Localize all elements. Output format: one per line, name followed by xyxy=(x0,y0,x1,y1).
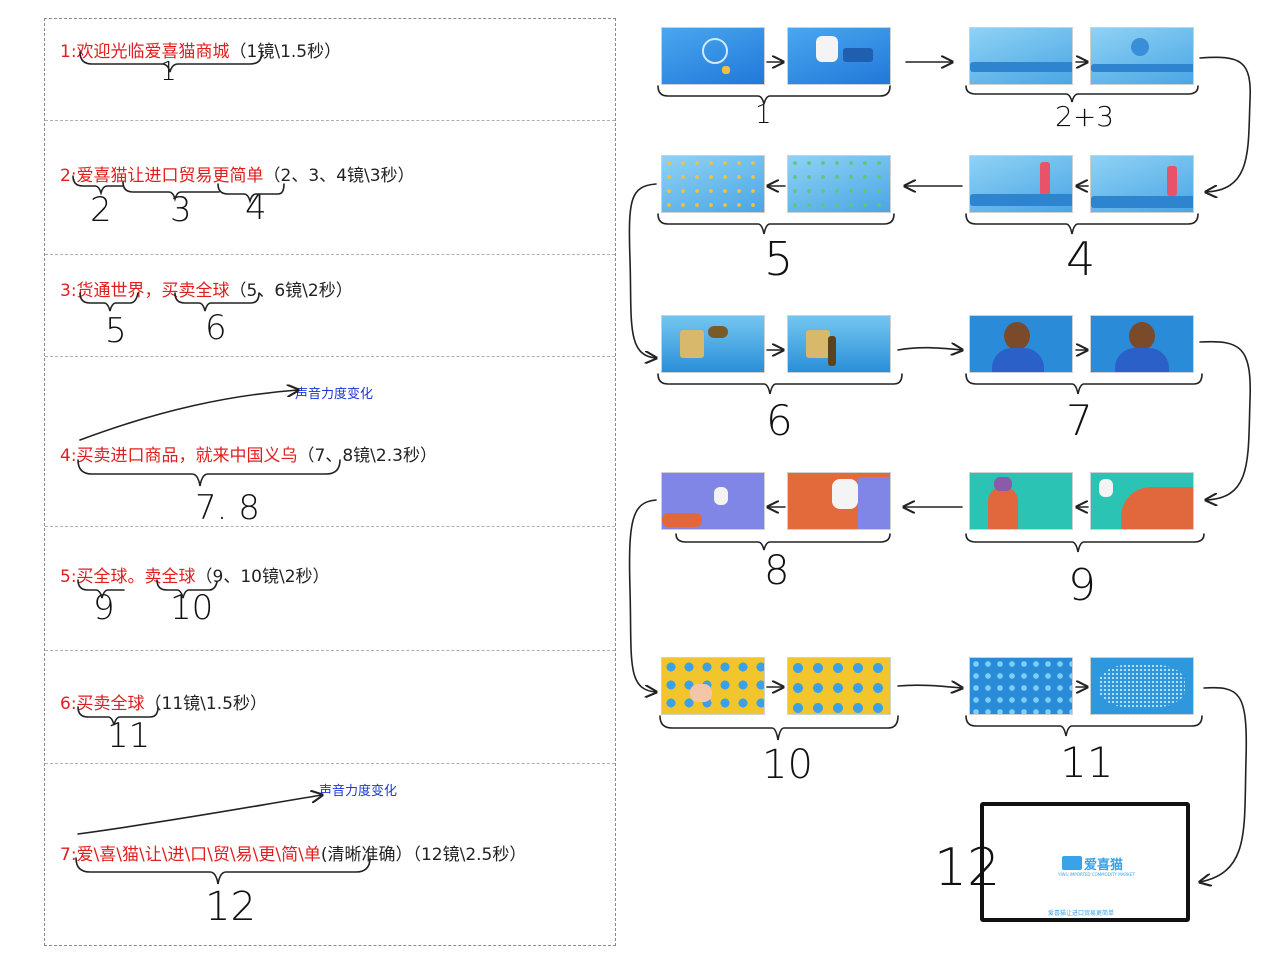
line-number: 7: xyxy=(60,845,77,865)
line-number: 5: xyxy=(60,567,77,587)
shot-label: 8 xyxy=(764,548,790,594)
storyboard-frame-7b xyxy=(1090,315,1194,373)
handwritten-shot-number: 10 xyxy=(170,588,214,628)
volume-note: 声音力度变化 xyxy=(295,387,374,402)
brace xyxy=(659,715,899,741)
line-number: 3: xyxy=(60,281,77,301)
script-line-7: 7:爱\喜\猫\让\进\口\贸\易\更\简\单(清晰准确）（12镜\2.5秒） xyxy=(60,840,526,865)
storyboard-frame-6a xyxy=(661,315,765,373)
brace xyxy=(657,85,891,105)
storyboard-frame-11b xyxy=(1090,657,1194,715)
divider xyxy=(45,120,615,121)
storyboard-frame-9a xyxy=(969,472,1073,530)
storyboard-frame-10b xyxy=(787,657,891,715)
line-number: 6: xyxy=(60,694,77,714)
shot-label: 9 xyxy=(1068,560,1096,611)
brace xyxy=(657,373,903,395)
storyboard-frame-12: 爱喜猫 YIWU IMPORTED COMMODITY MARKET 爱喜猫让进… xyxy=(980,802,1190,922)
storyboard-frame-1b xyxy=(787,27,891,85)
divider xyxy=(45,356,615,357)
handwritten-shot-number: 11 xyxy=(107,716,151,756)
storyboard-frame-8a xyxy=(661,472,765,530)
storyboard-frame-2 xyxy=(969,27,1073,85)
flow-arrow xyxy=(1200,686,1248,882)
divider xyxy=(45,526,615,527)
handwritten-shot-number: 1 xyxy=(160,57,177,87)
divider xyxy=(45,254,615,255)
storyboard-frame-9b xyxy=(1090,472,1194,530)
script-panel: 1:欢迎光临爱喜猫商城（1镜\1.5秒） 2:爱喜猫让进口贸易更简单（2、3、4… xyxy=(44,18,616,946)
flow-arrow xyxy=(1199,340,1251,500)
line-text: 买全球。卖全球 xyxy=(76,567,196,587)
brace xyxy=(965,715,1203,737)
shot-label: 12 xyxy=(934,838,1001,898)
divider xyxy=(45,650,615,651)
flow-arrow xyxy=(1199,56,1251,192)
handwritten-shot-number: 4 xyxy=(245,188,267,228)
storyboard-frame-8b xyxy=(787,472,891,530)
storyboard-frame-11a xyxy=(969,657,1073,715)
flow-arrow xyxy=(628,183,656,358)
storyboard-frame-6b xyxy=(787,315,891,373)
brand-tagline: 爱喜猫让进口贸易更简单 xyxy=(1048,910,1115,917)
brace xyxy=(657,213,895,235)
line-number: 1: xyxy=(60,42,77,62)
shot-label: 10 xyxy=(762,742,813,788)
line-timing: （7、8镜\2.3秒） xyxy=(297,446,437,466)
handwritten-shot-number: 2 xyxy=(90,190,112,230)
handwritten-shot-number: 12 xyxy=(205,884,256,930)
divider xyxy=(45,763,615,764)
script-line-5: 5:买全球。卖全球（9、10镜\2秒） xyxy=(60,562,330,587)
shot-label: 1 xyxy=(755,100,772,130)
script-line-6: 6:买卖全球（11镜\1.5秒） xyxy=(60,689,267,714)
line-timing: （9、10镜\2秒） xyxy=(195,567,330,587)
shot-label: 11 xyxy=(1060,738,1114,787)
brand-subtitle: YIWU IMPORTED COMMODITY MARKET xyxy=(1058,872,1135,877)
handwritten-shot-number: 9 xyxy=(93,588,115,628)
script-line-1: 1:欢迎光临爱喜猫商城（1镜\1.5秒） xyxy=(60,37,341,62)
storyboard-frame-5a xyxy=(661,155,765,213)
line-text: 爱喜猫让进口贸易更简单 xyxy=(76,166,264,186)
line-timing: （1镜\1.5秒） xyxy=(229,42,342,62)
line-timing: （5、6镜\2秒） xyxy=(229,281,353,301)
script-line-4: 4:买卖进口商品，就来中国义乌（7、8镜\2.3秒） xyxy=(60,441,437,466)
script-line-2: 2:爱喜猫让进口贸易更简单（2、3、4镜\3秒） xyxy=(60,161,415,186)
handwritten-shot-number: 6 xyxy=(205,308,227,348)
brace xyxy=(965,533,1205,553)
line-timing: （2、3、4镜\3秒） xyxy=(263,166,415,186)
line-timing: (清晰准确）（12镜\2.5秒） xyxy=(320,845,527,865)
line-timing: （11镜\1.5秒） xyxy=(144,694,267,714)
line-number: 4: xyxy=(60,446,77,466)
brand-logo-icon xyxy=(1062,856,1082,870)
line-text: 爱\喜\猫\让\进\口\贸\易\更\简\单 xyxy=(76,845,321,865)
storyboard-frame-1a xyxy=(661,27,765,85)
line-text: 货通世界，买卖全球 xyxy=(76,281,230,301)
storyboard-frame-7a xyxy=(969,315,1073,373)
storyboard-frame-3 xyxy=(1090,27,1194,85)
storyboard-frame-5b xyxy=(787,155,891,213)
shot-label: 7 xyxy=(1066,396,1093,445)
shot-label: 6 xyxy=(766,396,793,445)
handwritten-shot-number: 5 xyxy=(105,311,127,351)
flow-arrow xyxy=(897,685,962,688)
shot-label: 2+3 xyxy=(1055,100,1115,133)
brace xyxy=(965,213,1199,235)
flow-arrow xyxy=(897,348,962,350)
brand-name: 爱喜猫 xyxy=(1084,858,1124,873)
handwritten-shot-number: 3 xyxy=(170,190,192,230)
storyboard-frame-4b xyxy=(1090,155,1194,213)
script-line-3: 3:货通世界，买卖全球（5、6镜\2秒） xyxy=(60,276,353,301)
shot-label: 5 xyxy=(764,232,794,286)
volume-note: 声音力度变化 xyxy=(319,784,398,799)
storyboard-frame-4a xyxy=(969,155,1073,213)
line-text: 买卖进口商品，就来中国义乌 xyxy=(76,446,298,466)
brace xyxy=(965,373,1203,395)
line-text: 买卖全球 xyxy=(76,694,145,714)
flow-arrow xyxy=(628,499,656,692)
handwritten-shot-number: 7. 8 xyxy=(195,488,260,528)
line-text: 欢迎光临爱喜猫商城 xyxy=(76,42,230,62)
line-number: 2: xyxy=(60,166,77,186)
storyboard-frame-10a xyxy=(661,657,765,715)
shot-label: 4 xyxy=(1066,232,1096,286)
